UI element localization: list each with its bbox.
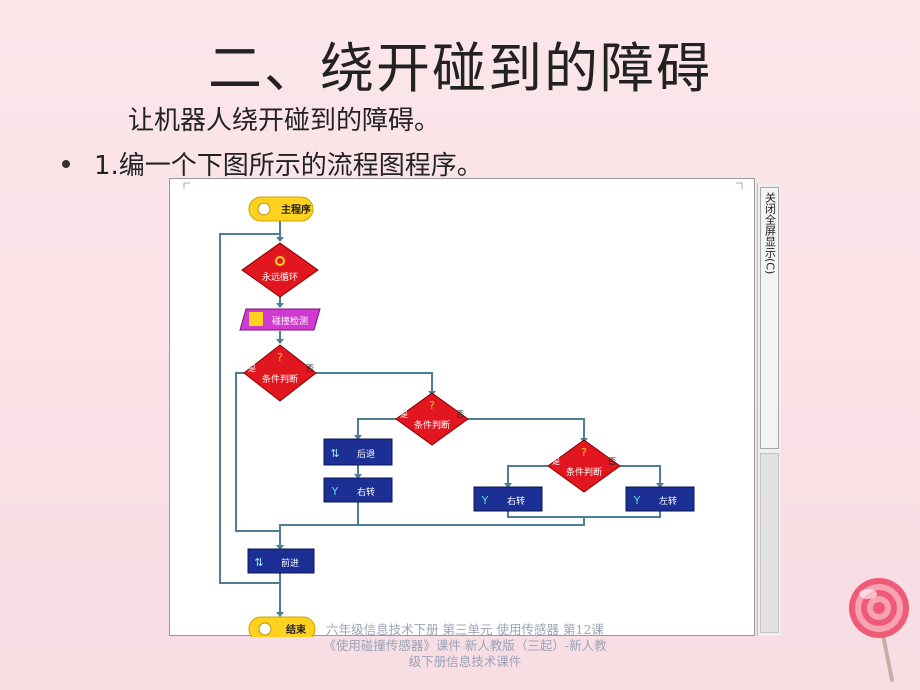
loop-node[interactable]: 永远循环 xyxy=(241,242,319,298)
question-icon: ? xyxy=(581,446,587,459)
forward-block[interactable]: ⇅ 前进 xyxy=(247,548,315,574)
bullet-text: 1.编一个下图所示的流程图程序。 xyxy=(94,151,483,181)
no-label: 否 xyxy=(608,457,616,466)
end-label: 结束 xyxy=(286,623,307,636)
forward-label: 前进 xyxy=(281,557,299,569)
turn-left-block[interactable]: Y 左转 xyxy=(625,486,695,512)
arrowheads xyxy=(276,237,664,617)
question-icon: ? xyxy=(429,399,435,412)
loop-label: 永远循环 xyxy=(262,271,298,283)
turn-icon: Y xyxy=(331,485,339,498)
condition-node-3[interactable]: ? 条件判断 是 否 xyxy=(547,439,621,493)
end-node[interactable]: 结束 xyxy=(248,616,316,642)
condition-label: 条件判断 xyxy=(566,466,602,478)
slide-subtitle: 让机器人绕开碰到的障碍。 xyxy=(128,106,441,136)
smiley-icon xyxy=(257,202,271,216)
turn-icon: Y xyxy=(481,494,489,507)
turn-right-block-2[interactable]: Y 右转 xyxy=(473,486,543,512)
flowchart: 主程序 永远循环 碰撞检测 ? 条件判断 是 否 ? 条件判断 是 xyxy=(183,182,743,642)
connector-lines xyxy=(219,217,661,616)
back-label: 后退 xyxy=(357,449,375,460)
bump-sensor-icon xyxy=(249,312,263,326)
up-down-arrows-icon: ⇅ xyxy=(330,447,339,460)
turn-right-label: 右转 xyxy=(357,486,375,498)
yes-label: 是 xyxy=(248,364,256,373)
loop-icon xyxy=(275,256,285,266)
turn-right-label: 右转 xyxy=(507,495,525,507)
start-label: 主程序 xyxy=(281,203,311,216)
bullet-dot-icon xyxy=(62,159,70,168)
caption: 六年级信息技术下册 第三单元 使用传感器 第12课《使用碰撞传感器》课件 新人教… xyxy=(323,622,607,669)
close-fullscreen-button[interactable]: 关闭全屏显示(C) xyxy=(760,187,779,449)
no-label: 否 xyxy=(306,364,314,373)
question-icon: ? xyxy=(277,351,283,364)
no-label: 否 xyxy=(456,410,464,419)
yes-label: 是 xyxy=(552,457,560,466)
up-down-arrows-icon: ⇅ xyxy=(254,556,263,569)
sensor-node[interactable]: 碰撞检测 xyxy=(239,308,321,331)
turn-icon: Y xyxy=(633,494,641,507)
sensor-label: 碰撞检测 xyxy=(272,315,308,327)
back-block[interactable]: ⇅ 后退 xyxy=(323,438,393,466)
condition-label: 条件判断 xyxy=(414,419,450,431)
start-node[interactable]: 主程序 xyxy=(248,196,314,222)
side-panel: 关闭全屏显示(C) xyxy=(757,183,781,636)
side-scrollbar[interactable] xyxy=(760,453,779,633)
bullet-item: 1.编一个下图所示的流程图程序。 xyxy=(62,145,483,182)
slide-title: 二、绕开碰到的障碍 xyxy=(208,37,712,100)
yes-label: 是 xyxy=(400,410,408,419)
end-icon xyxy=(258,622,272,636)
condition-node-1[interactable]: ? 条件判断 是 否 xyxy=(243,344,317,402)
condition-label: 条件判断 xyxy=(262,373,298,385)
turn-right-block-1[interactable]: Y 右转 xyxy=(323,477,393,503)
flowchart-screenshot: 主程序 永远循环 碰撞检测 ? 条件判断 是 否 ? 条件判断 是 xyxy=(169,178,755,642)
lollipop-decoration xyxy=(849,578,909,682)
condition-node-2[interactable]: ? 条件判断 是 否 xyxy=(395,392,469,446)
turn-left-label: 左转 xyxy=(659,495,677,507)
